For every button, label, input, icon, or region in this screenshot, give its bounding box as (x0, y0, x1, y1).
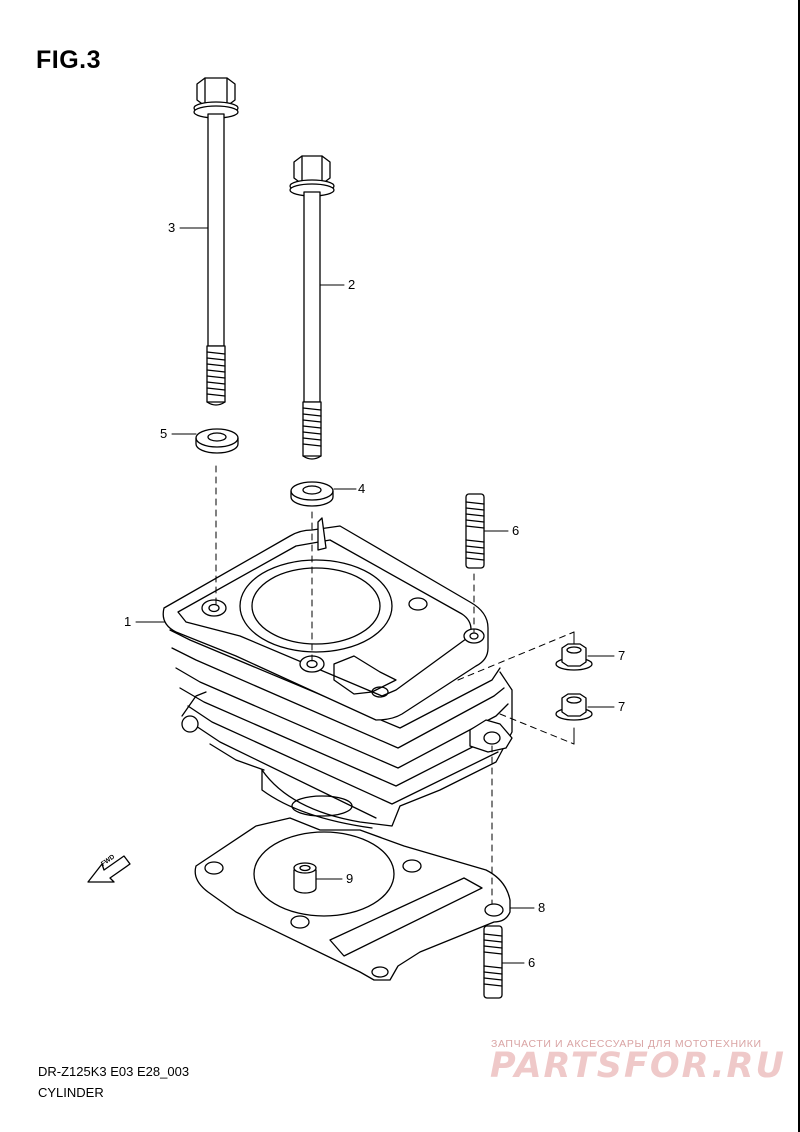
callout-3: 3 (168, 220, 176, 235)
watermark-logo: PARTSFOR.RU (490, 1046, 786, 1086)
callout-9: 9 (346, 871, 354, 886)
callout-6-bottom: 6 (528, 955, 536, 970)
washer-part-4 (290, 481, 334, 507)
callout-7-lower: 7 (618, 699, 626, 714)
callout-6-top: 6 (512, 523, 520, 538)
long-bolt-part-2 (289, 155, 335, 460)
callout-2: 2 (348, 277, 356, 292)
callout-7-upper: 7 (618, 648, 626, 663)
callout-leader-lines (135, 227, 615, 964)
figure-title: FIG.3 (36, 46, 102, 74)
base-gasket-part-8 (194, 817, 511, 981)
callout-4: 4 (358, 481, 366, 496)
cylinder-block-part-1 (162, 517, 513, 829)
long-bolt-part-3 (193, 77, 239, 406)
callout-5: 5 (160, 426, 168, 441)
callout-8: 8 (538, 900, 546, 915)
assembly-guide-lines (215, 465, 575, 905)
stud-bolt-part-6-top (465, 493, 485, 569)
section-name: CYLINDER (38, 1085, 104, 1100)
stud-bolt-part-6-bottom (483, 925, 503, 999)
model-code: DR-Z125K3 E03 E28_003 (38, 1064, 190, 1079)
callout-1: 1 (124, 614, 132, 629)
flange-nut-part-7-upper (555, 643, 593, 671)
dowel-pin-part-9 (293, 862, 317, 894)
fwd-arrow-icon (87, 855, 131, 883)
watermark-tagline: ЗАПЧАСТИ И АКСЕССУАРЫ ДЛЯ МОТОТЕХНИКИ (491, 1038, 762, 1050)
washer-part-5 (195, 428, 239, 454)
flange-nut-part-7-lower (555, 693, 593, 721)
